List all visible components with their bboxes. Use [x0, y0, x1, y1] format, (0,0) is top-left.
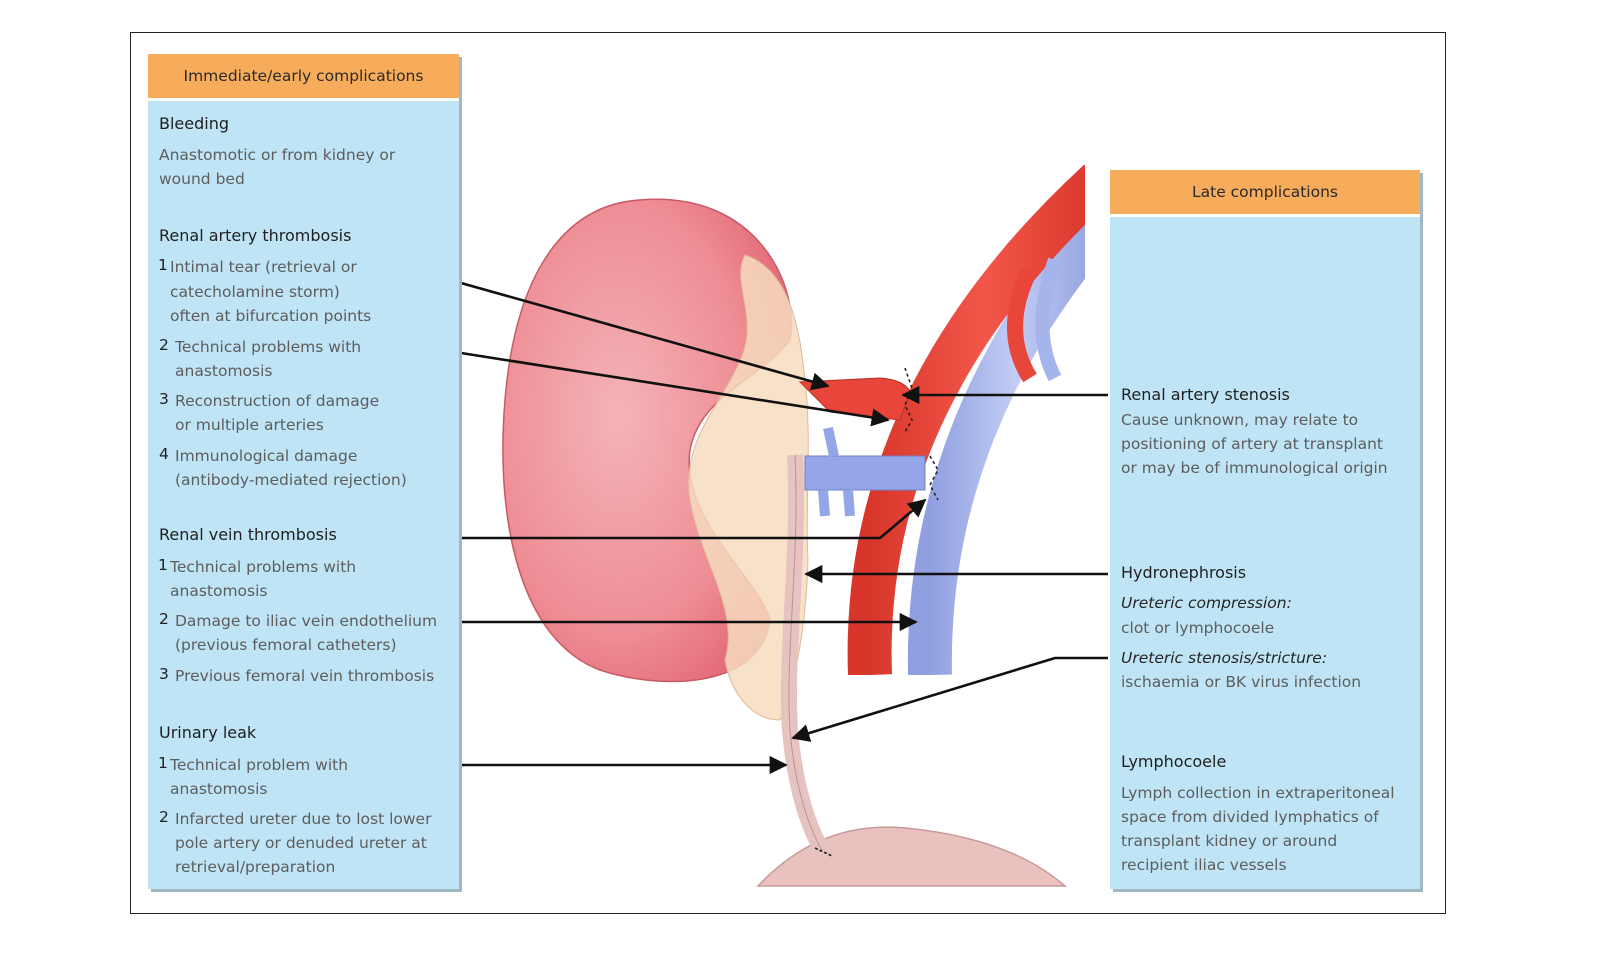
vein-item-1-line-2: anastomosis: [170, 582, 268, 600]
artery-sutures: [904, 367, 913, 433]
vein-item-3-num: 3: [159, 665, 169, 683]
urinary-leak-title: Urinary leak: [159, 723, 257, 742]
pointer-arrows: [460, 281, 1108, 775]
bleeding-line-1: Anastomotic or from kidney or: [159, 146, 396, 164]
vein-branch-1: [818, 489, 830, 517]
artery-stenosis-title: Renal artery stenosis: [1121, 385, 1290, 404]
artery-item-3-num: 3: [159, 390, 169, 408]
leak-item-2-line-2: pole artery or denuded ureter at: [175, 834, 427, 852]
lymphocoele-line-2: space from divided lymphatics of: [1121, 808, 1379, 826]
lymphocoele-line-4: recipient iliac vessels: [1121, 856, 1287, 874]
leak-item-2-line-3: retrieval/preparation: [175, 858, 336, 876]
artery-stenosis-line-1: Cause unknown, may relate to: [1121, 411, 1359, 429]
ureteric-compression-label: Ureteric compression:: [1121, 594, 1292, 612]
vein-item-2-num: 2: [159, 610, 169, 628]
vein-item-3-line-1: Previous femoral vein thrombosis: [175, 667, 435, 685]
vein-item-2-line-2: (previous femoral catheters): [175, 636, 397, 654]
leak-item-2-line-1: Infarcted ureter due to lost lower: [175, 810, 432, 828]
internal-iliac-vein: [1035, 257, 1062, 382]
leak-item-2-num: 2: [159, 808, 169, 826]
artery-item-1-num: 1: [158, 256, 168, 274]
ureter-sutures: [814, 847, 833, 857]
hydronephrosis-title: Hydronephrosis: [1121, 563, 1247, 582]
lymphocoele-line-3: transplant kidney or around: [1121, 832, 1338, 850]
late-complications-panel: Late complications: [1110, 170, 1420, 889]
vein-thrombosis-title: Renal vein thrombosis: [159, 525, 337, 544]
leak-item-1-line-2: anastomosis: [170, 780, 268, 798]
artery-stenosis-line-3: or may be of immunological origin: [1121, 459, 1388, 477]
vein-branch-2: [843, 489, 855, 517]
iliac-artery: [847, 165, 1085, 675]
artery-item-4-line-2: (antibody-mediated rejection): [175, 471, 407, 489]
vein-item-2-line-1: Damage to iliac vein endothelium: [175, 612, 438, 630]
leak-item-1-num: 1: [158, 754, 168, 772]
vein-branch-top: [823, 426, 839, 458]
ureteric-compression-text: clot or lymphocoele: [1121, 619, 1275, 637]
renal-vein: [804, 455, 926, 491]
artery-item-4-line-1: Immunological damage: [175, 447, 358, 465]
artery-item-3-line-1: Reconstruction of damage: [175, 392, 380, 410]
artery-item-1-line-3: often at bifurcation points: [170, 307, 372, 325]
artery-item-2-line-2: anastomosis: [175, 362, 273, 380]
artery-item-1-line-2: catecholamine storm): [170, 283, 340, 301]
lymphocoele-line-1: Lymph collection in extraperitoneal: [1121, 784, 1395, 802]
internal-iliac-artery: [1007, 266, 1038, 383]
artery-stenosis-line-2: positioning of artery at transplant: [1121, 435, 1384, 453]
artery-item-3-line-2: or multiple arteries: [175, 416, 324, 434]
bladder-shape: [756, 826, 1068, 887]
bleeding-title: Bleeding: [159, 114, 230, 133]
early-complications-header: Immediate/early complications: [148, 54, 459, 101]
vein-sutures: [929, 455, 939, 501]
figure-frame: [130, 32, 1446, 914]
artery-item-2-line-1: Technical problems with: [175, 338, 362, 356]
ureteric-stenosis-text: ischaemia or BK virus infection: [1121, 673, 1362, 691]
leak-item-1-line-1: Technical problem with: [170, 756, 349, 774]
late-complications-header: Late complications: [1110, 170, 1420, 217]
lymphocoele-title: Lymphocoele: [1121, 752, 1227, 771]
artery-item-4-num: 4: [159, 445, 169, 463]
artery-item-1-line-1: Intimal tear (retrieval or: [170, 258, 357, 276]
artery-item-2-num: 2: [159, 336, 169, 354]
vein-item-1-line-1: Technical problems with: [170, 558, 357, 576]
artery-thrombosis-title: Renal artery thrombosis: [159, 226, 352, 245]
ureteric-stenosis-label: Ureteric stenosis/stricture:: [1121, 649, 1328, 667]
bleeding-line-2: wound bed: [159, 170, 245, 188]
vein-item-1-num: 1: [158, 556, 168, 574]
early-complications-panel: Immediate/early complications: [148, 54, 459, 889]
